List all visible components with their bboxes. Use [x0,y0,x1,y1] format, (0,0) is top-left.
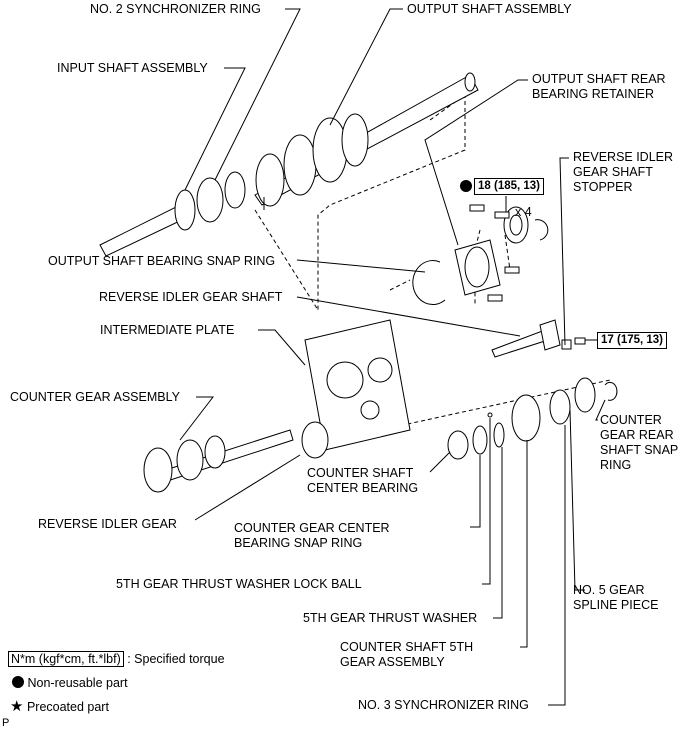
label-line: STOPPER [573,180,633,194]
intermediate-plate-drawing [304,319,411,451]
label-line: COUNTER SHAFT 5TH [340,640,474,654]
label-reverse-idler-gear: REVERSE IDLER GEAR [38,517,177,531]
label-5th-gear-thrust-washer-lock-ball: 5TH GEAR THRUST WASHER LOCK BALL [116,577,362,591]
torque-box-retainer-bolts: 18 (185, 13) [474,178,545,195]
label-line: BEARING RETAINER [532,87,655,101]
label-line: BEARING SNAP RING [234,536,363,550]
bolt-quantity: x 4 [515,205,532,219]
leader-lines [179,8,606,706]
label-line: SHAFT SNAP [600,443,679,457]
label-line: GEAR REAR [600,428,674,442]
label-line: SPLINE PIECE [573,598,659,612]
label-line: CENTER BEARING [307,481,419,495]
label-no2-synchronizer-ring: NO. 2 SYNCHRONIZER RING [90,2,261,16]
star-icon: ★ [10,698,24,715]
legend-precoated-text: Precoated part [26,700,109,714]
label-line: NO. 5 GEAR [573,583,645,597]
label-line: OUTPUT SHAFT REAR [532,72,666,86]
non-reusable-mark-icon [460,180,472,192]
counter-shaft-rear-parts-drawing [447,377,618,460]
label-line: RING [600,458,632,472]
label-counter-gear-assembly: COUNTER GEAR ASSEMBLY [10,390,180,404]
label-intermediate-plate: INTERMEDIATE PLATE [100,323,235,337]
label-line: GEAR ASSEMBLY [340,655,445,669]
output-shaft-assembly-drawing [254,72,479,207]
footer-mark: P [2,717,10,729]
label-input-shaft-assembly: INPUT SHAFT ASSEMBLY [57,61,208,75]
reverse-idler-shaft-drawing [491,319,586,358]
label-5th-gear-thrust-washer: 5TH GEAR THRUST WASHER [303,611,478,625]
legend-torque-box: N*m (kgf*cm, ft.*lbf) [8,651,124,667]
label-line: REVERSE IDLER [573,150,674,164]
torque-box-stopper-bolt: 17 (175, 13) [597,332,668,349]
input-shaft-assembly-drawing [99,171,246,257]
label-no3-synchronizer-ring: NO. 3 SYNCHRONIZER RING [358,698,529,712]
label-line: COUNTER SHAFT [307,466,414,480]
label-line: COUNTER [600,413,662,427]
label-output-shaft-bearing-snap-ring: OUTPUT SHAFT BEARING SNAP RING [48,254,276,268]
label-reverse-idler-gear-shaft: REVERSE IDLER GEAR SHAFT [99,290,283,304]
label-line: COUNTER GEAR CENTER [234,521,390,535]
legend-non-reusable-text: Non-reusable part [27,676,128,690]
legend-precoated: ★ Precoated part [8,699,109,715]
legend-non-reusable: Non-reusable part [8,675,128,691]
counter-gear-assembly-drawing [143,421,329,493]
filled-circle-icon [12,676,24,688]
label-line: GEAR SHAFT [573,165,653,179]
legend-torque-text: : Specified torque [127,652,225,666]
label-output-shaft-assembly: OUTPUT SHAFT ASSEMBLY [407,2,572,16]
legend-torque: N*m (kgf*cm, ft.*lbf) : Specified torque [8,651,225,667]
